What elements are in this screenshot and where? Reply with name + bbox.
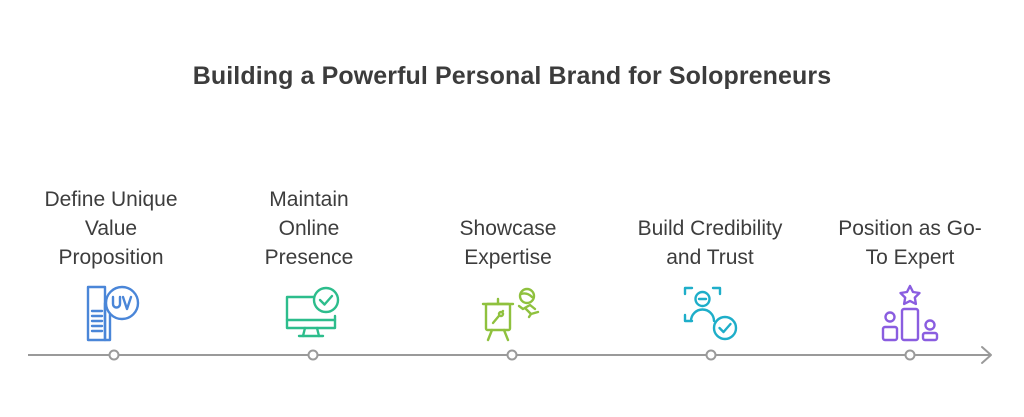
diagram-title: Building a Powerful Personal Brand for S… — [192, 62, 832, 90]
timeline-arrowhead — [981, 346, 992, 364]
podium-star-icon — [881, 284, 939, 342]
timeline-marker-2 — [307, 349, 319, 361]
timeline-marker-1 — [108, 349, 120, 361]
step-label-credibility-trust: Build Credibility and Trust — [637, 217, 783, 269]
timeline-marker-4 — [705, 349, 717, 361]
step-label-go-to-expert: Position as Go- To Expert — [838, 217, 982, 269]
timeline-marker-5 — [904, 349, 916, 361]
timeline-marker-3 — [506, 349, 518, 361]
step-label-showcase-expertise: Showcase Expertise — [459, 217, 557, 269]
monitor-check-icon — [285, 286, 340, 338]
uvp-document-icon — [86, 285, 140, 342]
step-label-online-presence: Maintain Online Presence — [264, 188, 354, 269]
step-label-define-uvp: Define Unique Value Proposition — [44, 188, 178, 269]
verified-person-icon — [683, 286, 738, 341]
presenter-easel-icon — [481, 287, 540, 342]
